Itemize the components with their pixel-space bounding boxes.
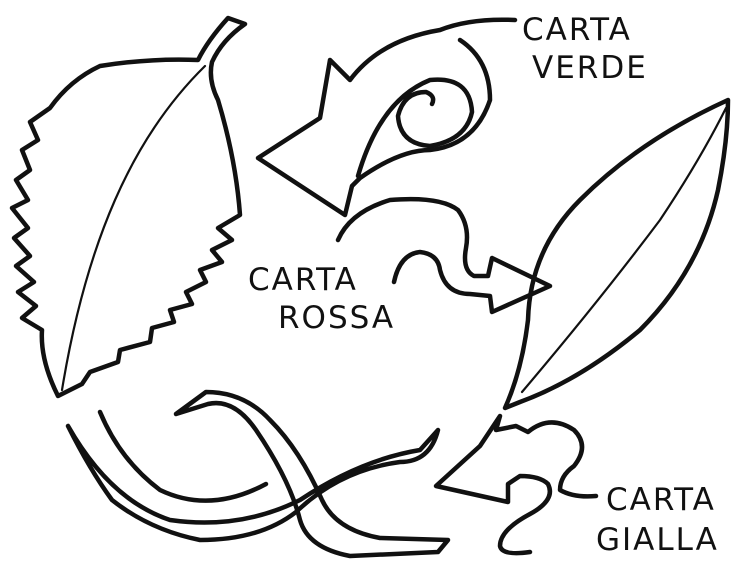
arrow-gialla [436, 416, 596, 553]
arrow-verde [258, 20, 515, 215]
leaf-left [12, 18, 245, 396]
leaf-right [505, 100, 728, 408]
label-gialla-line1: CARTA [606, 482, 716, 518]
arrow-rossa [338, 199, 550, 312]
label-rossa-line2: ROSSA [278, 300, 395, 336]
ribbon-bottom [68, 392, 448, 556]
label-rossa-line1: CARTA [248, 262, 358, 298]
label-gialla-line2: GIALLA [596, 522, 719, 558]
label-verde-line1: CARTA [522, 12, 632, 48]
label-verde-line2: VERDE [532, 50, 648, 86]
